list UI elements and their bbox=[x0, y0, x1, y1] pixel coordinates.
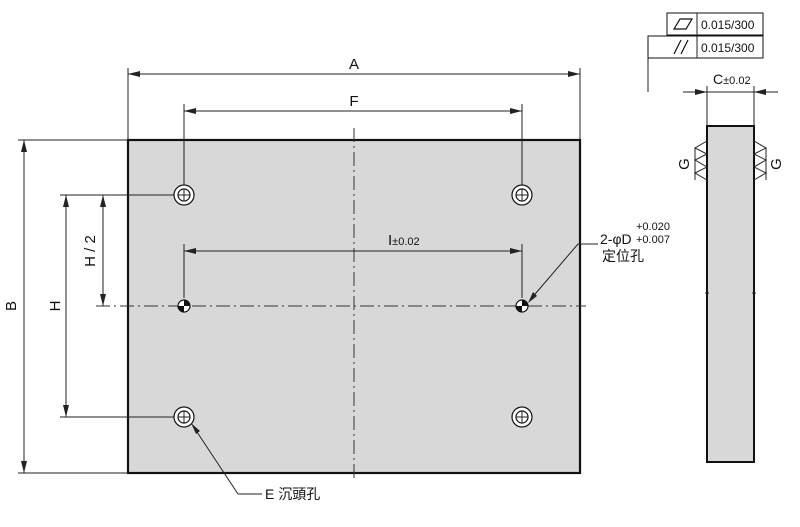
surface-finish-left: G bbox=[676, 140, 709, 181]
dimension-h-label: H bbox=[47, 301, 64, 312]
dimension-h: H bbox=[47, 194, 184, 418]
counterbore-hole bbox=[173, 184, 195, 206]
dowel-callout: 2-φD +0.020 +0.007 定位孔 bbox=[528, 221, 670, 303]
dimension-b-label: B bbox=[3, 301, 20, 311]
counterbore-callout-label: E 沉頭孔 bbox=[265, 486, 320, 502]
flatness-tolerance-value: 0.015/300 bbox=[701, 18, 755, 32]
dimension-f: F bbox=[183, 93, 523, 185]
surface-finish-right-label: G bbox=[768, 158, 785, 170]
dimension-h-half: H / 2 bbox=[82, 195, 106, 306]
dimension-a-label: A bbox=[349, 56, 359, 73]
dimension-a: A bbox=[127, 56, 581, 140]
flatness-icon bbox=[672, 18, 694, 30]
dimension-h-half-label: H / 2 bbox=[82, 235, 99, 267]
parallelism-tolerance-value: 0.015/300 bbox=[701, 41, 755, 55]
parallelism-icon bbox=[673, 39, 689, 55]
dimension-i: I±0.02 bbox=[183, 232, 523, 298]
plate-side-view bbox=[706, 125, 755, 463]
dimension-f-label: F bbox=[349, 93, 358, 110]
counterbore-hole bbox=[511, 184, 533, 206]
counterbore-hole bbox=[173, 406, 195, 428]
dimension-c-label: C±0.02 bbox=[713, 71, 751, 87]
dowel-hole bbox=[515, 299, 529, 313]
dowel-hole-name: 定位孔 bbox=[602, 248, 644, 264]
counterbore-hole bbox=[511, 406, 533, 428]
surface-finish-right: G bbox=[752, 140, 785, 181]
dowel-tolerance-upper: +0.020 bbox=[636, 221, 670, 233]
dimension-i-label: I±0.02 bbox=[388, 232, 420, 249]
surface-finish-left-label: G bbox=[676, 158, 693, 170]
dowel-callout-label: 2-φD bbox=[600, 231, 632, 247]
tolerance-frame: 0.015/300 0.015/300 bbox=[647, 12, 764, 92]
dowel-hole bbox=[177, 299, 191, 313]
dowel-tolerance-lower: +0.007 bbox=[636, 234, 670, 246]
dimension-b: B bbox=[3, 139, 128, 474]
dimension-c: C±0.02 bbox=[683, 71, 778, 126]
counterbore-callout: E 沉頭孔 bbox=[191, 423, 320, 502]
